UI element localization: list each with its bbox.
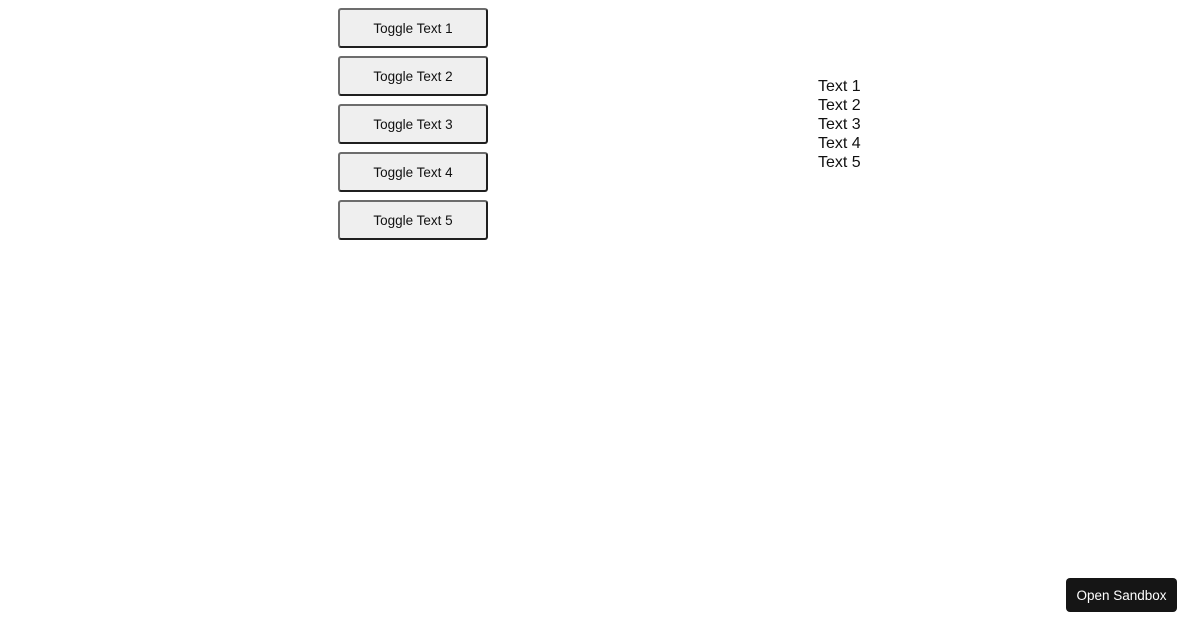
toggle-text-3-button[interactable]: Toggle Text 3 <box>338 104 488 144</box>
toggle-text-1-button[interactable]: Toggle Text 1 <box>338 8 488 48</box>
toggle-text-4-button[interactable]: Toggle Text 4 <box>338 152 488 192</box>
toggle-text-5-button[interactable]: Toggle Text 5 <box>338 200 488 240</box>
text-item-5: Text 5 <box>818 154 861 171</box>
text-list: Text 1 Text 2 Text 3 Text 4 Text 5 <box>818 77 861 172</box>
text-item-2: Text 2 <box>818 97 861 114</box>
text-item-3: Text 3 <box>818 116 861 133</box>
text-item-1: Text 1 <box>818 78 861 95</box>
toggle-text-2-button[interactable]: Toggle Text 2 <box>338 56 488 96</box>
text-item-4: Text 4 <box>818 135 861 152</box>
toggle-button-list: Toggle Text 1 Toggle Text 2 Toggle Text … <box>338 8 488 240</box>
open-sandbox-button[interactable]: Open Sandbox <box>1066 578 1177 612</box>
